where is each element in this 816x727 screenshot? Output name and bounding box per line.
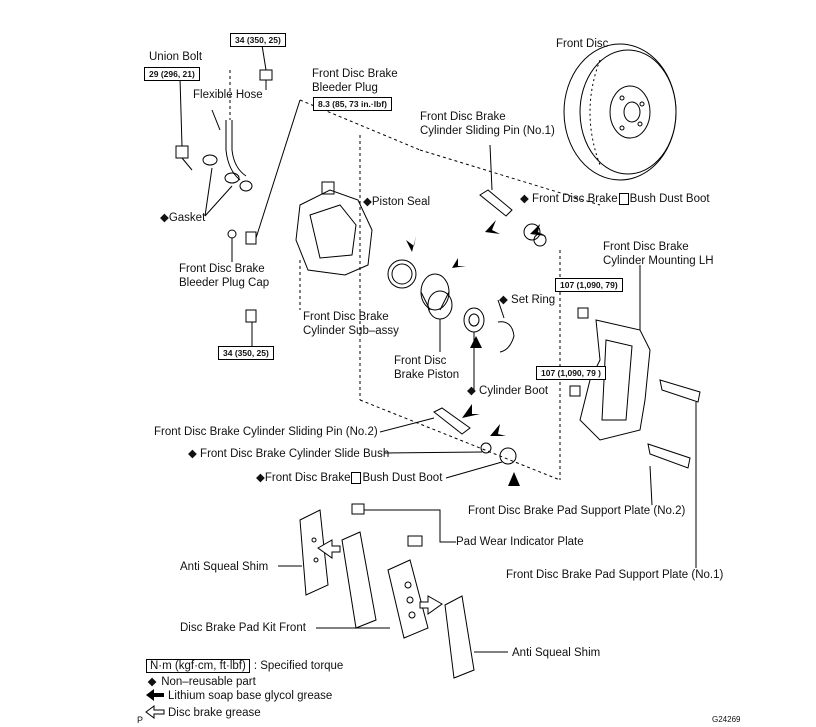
torque-bolt-bottom-left: [245, 309, 257, 346]
legend-glyphs: [145, 689, 165, 719]
figure-id: G24269: [712, 715, 741, 724]
label-bush-dust-boot-bottom-head: ◆Front Disc Brake: [256, 472, 351, 484]
torque-bolt-mount-lower: [569, 385, 581, 397]
label-gasket: ◆Gasket: [160, 212, 206, 224]
disc-brake-grease-arrows: [317, 539, 443, 615]
gasket-leaders: [204, 70, 233, 217]
label-set-ring: ◆ Set Ring: [499, 294, 556, 306]
brake-piston-part: [420, 273, 453, 352]
torque-spec-3: 8.3 (85, 73 in.·lbf): [313, 97, 392, 111]
label-slide-bush: ◆ Front Disc Brake Cylinder Slide Bush: [188, 448, 390, 460]
torque-bolt-top: [259, 44, 273, 90]
legend-disc-grease: Disc brake grease: [168, 706, 261, 720]
zero-width-glyph-icon: [618, 192, 629, 205]
cylinder-sub-assy-part: [295, 181, 373, 310]
torque-spec-2: 29 (296, 21): [144, 67, 200, 81]
label-cylinder-boot: ◆ Cylinder Boot: [467, 385, 549, 397]
page-mark: P: [137, 715, 144, 725]
sliding-pin-no2-part: [379, 407, 471, 435]
legend-torque-text: : Specified torque: [253, 660, 344, 672]
label-anti-squeal-right: Anti Squeal Shim: [512, 647, 601, 659]
torque-spec-4: 34 (350, 25): [218, 346, 274, 360]
flexible-hose-part: [202, 109, 253, 192]
label-bush-dust-boot-top-head: ◆ Front Disc Brake: [520, 193, 618, 205]
anti-squeal-shim-left-part: [278, 509, 329, 596]
pad-wear-indicator-part: [351, 503, 456, 547]
zero-width-glyph-icon: [351, 471, 362, 484]
legend-non-reusable-text: Non–reusable part: [161, 676, 256, 688]
label-pad-wear-indicator: Pad Wear Indicator Plate: [456, 536, 584, 548]
label-bush-dust-boot-bottom: ◆Front Disc Brake Bush Dust Boot: [256, 471, 442, 485]
glycol-grease-arrows: [406, 220, 546, 486]
label-pad-support-no1: Front Disc Brake Pad Support Plate (No.1…: [506, 569, 724, 581]
torque-spec-5: 107 (1,090, 79): [555, 278, 623, 292]
label-sliding-pin-no2: Front Disc Brake Cylinder Sliding Pin (N…: [154, 426, 378, 438]
sliding-pin-no1-part: [479, 144, 513, 217]
union-bolt-part: [175, 77, 193, 171]
piston-seal-part: [387, 259, 417, 289]
pad-kit-front-part: [316, 531, 429, 639]
label-front-disc: Front Disc: [556, 38, 609, 50]
label-bush-dust-boot-top-tail: Bush Dust Boot: [629, 193, 710, 205]
set-ring-part: [497, 299, 515, 353]
label-anti-squeal-left: Anti Squeal Shim: [180, 561, 269, 573]
label-sliding-pin-no1: Front Disc Brake Cylinder Sliding Pin (N…: [420, 111, 555, 137]
label-cylinder-sub-assy: Front Disc Brake Cylinder Sub–assy: [303, 311, 399, 337]
legend-torque: N·m (kgf·cm, ft·lbf): Specified torque: [146, 659, 343, 673]
torque-bolt-mount-upper: [577, 307, 589, 319]
legend-torque-key: N·m (kgf·cm, ft·lbf): [146, 659, 250, 673]
diamond-icon: ◆: [147, 676, 157, 688]
legend-disc-grease-text: Disc brake grease: [168, 707, 261, 719]
label-brake-piston: Front Disc Brake Piston: [394, 355, 460, 381]
slide-bush-part: [383, 442, 492, 454]
label-bush-dust-boot-top: ◆ Front Disc Brake Bush Dust Boot: [520, 192, 710, 206]
label-bleeder-plug-cap: Front Disc Brake Bleeder Plug Cap: [179, 263, 270, 289]
front-disc-part: [563, 43, 677, 181]
label-pad-support-no2: Front Disc Brake Pad Support Plate (No.2…: [468, 505, 686, 517]
label-piston-seal: ◆Piston Seal: [363, 196, 431, 208]
bleeder-plug-part: [227, 99, 301, 262]
pad-support-no1-part: [659, 379, 701, 568]
label-flexible-hose: Flexible Hose: [193, 89, 263, 101]
torque-spec-6: 107 (1,090, 79 ): [536, 366, 607, 380]
legend-glycol-grease: Lithium soap base glycol grease: [168, 689, 332, 703]
label-bleeder-plug: Front Disc Brake Bleeder Plug: [312, 68, 398, 94]
label-union-bolt: Union Bolt: [149, 51, 203, 63]
label-pad-kit-front: Disc Brake Pad Kit Front: [180, 622, 306, 634]
label-bush-dust-boot-bottom-tail: Bush Dust Boot: [362, 472, 443, 484]
legend-glycol-grease-text: Lithium soap base glycol grease: [168, 690, 333, 702]
label-mounting-lh: Front Disc Brake Cylinder Mounting LH: [603, 241, 714, 267]
legend-non-reusable: ◆ Non–reusable part: [146, 675, 256, 689]
pad-support-no2-part: [647, 443, 691, 506]
torque-spec-1: 34 (350, 25): [230, 33, 286, 47]
anti-squeal-shim-right-part: [444, 595, 508, 679]
